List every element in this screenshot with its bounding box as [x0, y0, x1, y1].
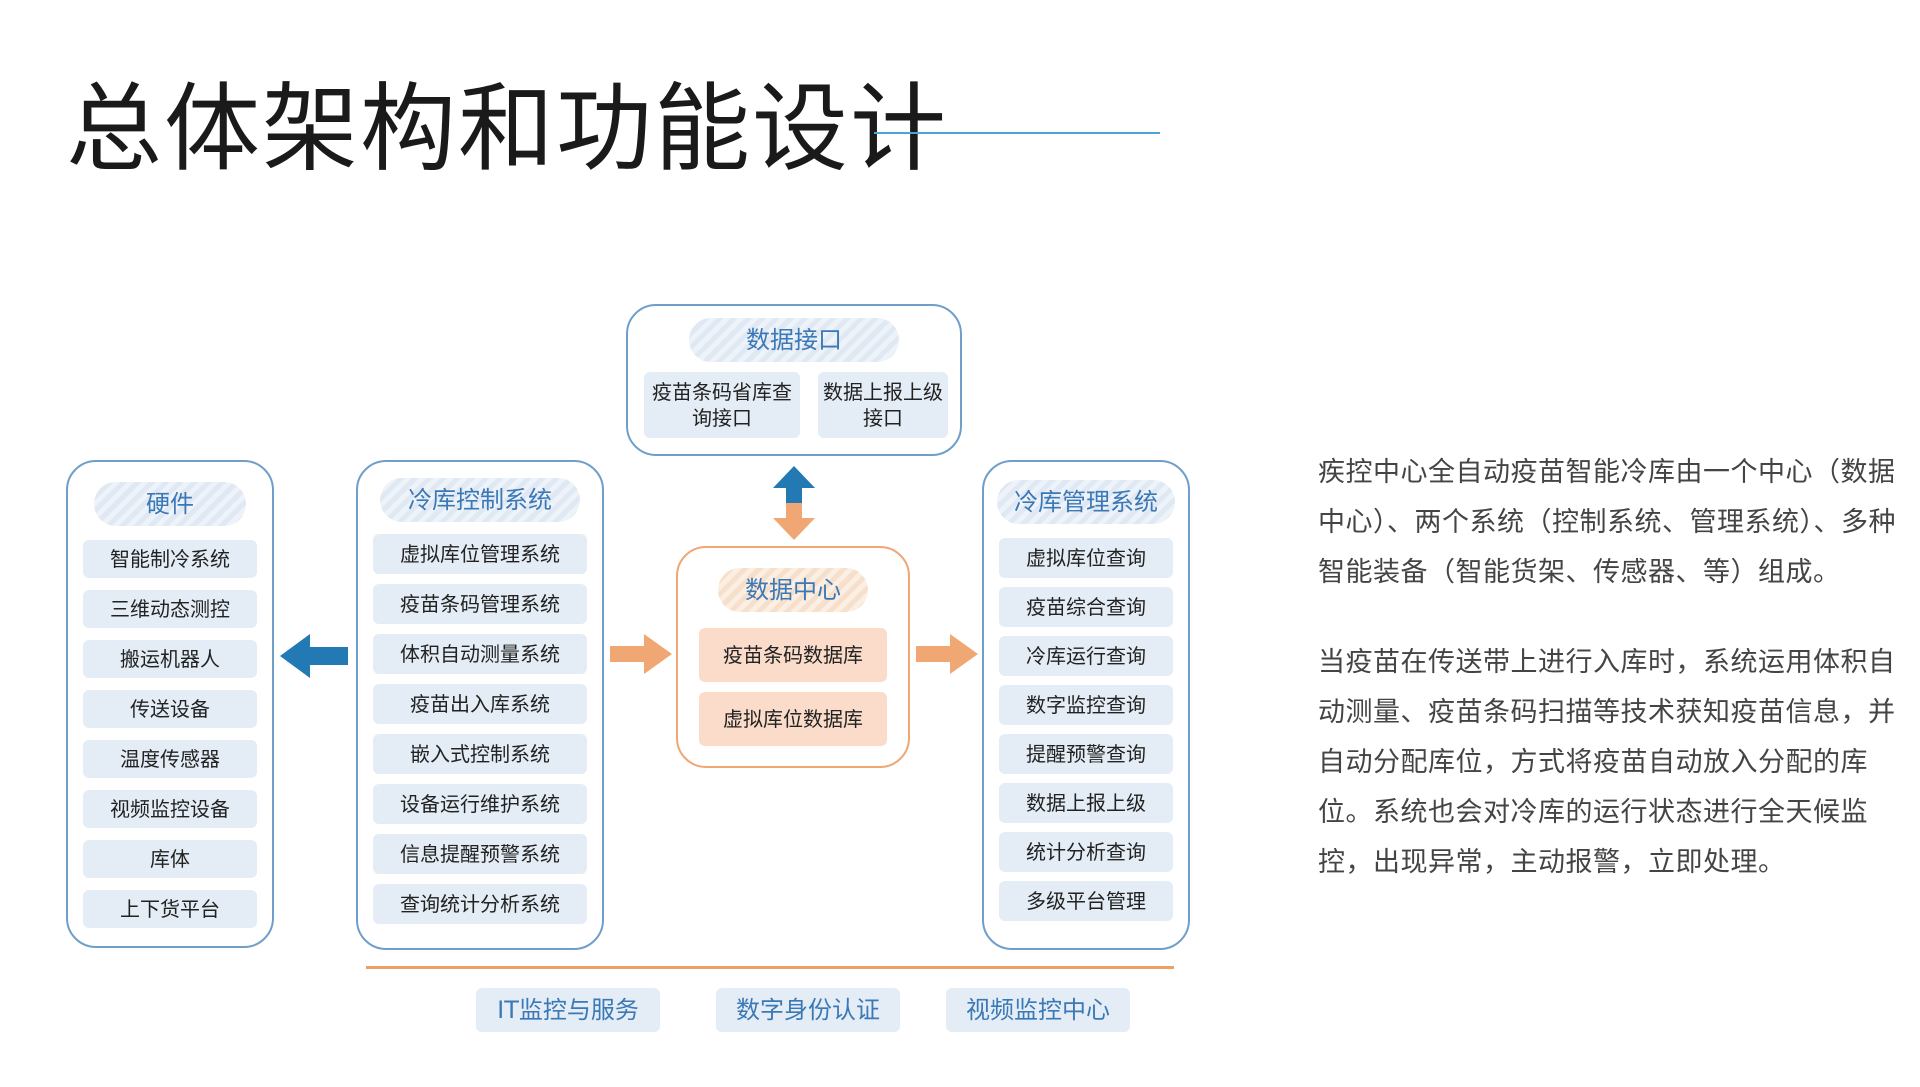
management-item: 统计分析查询	[999, 832, 1173, 872]
page-title: 总体架构和功能设计	[66, 73, 948, 185]
control-item: 查询统计分析系统	[373, 884, 587, 924]
management-system-panel: 冷库管理系统 虚拟库位查询 疫苗综合查询 冷库运行查询 数字监控查询 提醒预警查…	[982, 460, 1190, 950]
management-item: 数字监控查询	[999, 685, 1173, 725]
hardware-item: 三维动态测控	[83, 590, 257, 628]
control-item: 虚拟库位管理系统	[373, 534, 587, 574]
digital-identity-chip: 数字身份认证	[716, 988, 900, 1032]
description-paragraph-1: 疾控中心全自动疫苗智能冷库由一个中心（数据中心）、两个系统（控制系统、管理系统）…	[1318, 457, 1896, 588]
interface-item-2-label: 数据上报上级接口	[823, 380, 943, 430]
management-item: 疫苗综合查询	[999, 587, 1173, 627]
datacenter-item: 虚拟库位数据库	[699, 692, 887, 746]
hardware-item: 智能制冷系统	[83, 540, 257, 578]
it-monitoring-chip: IT监控与服务	[476, 988, 660, 1032]
hardware-item: 搬运机器人	[83, 640, 257, 678]
interface-item-2: 数据上报上级接口	[818, 372, 948, 438]
interface-item-1: 疫苗条码省库查询接口	[644, 372, 800, 438]
hardware-title: 硬件	[94, 482, 246, 526]
management-system-title: 冷库管理系统	[997, 480, 1175, 524]
hardware-item: 温度传感器	[83, 740, 257, 778]
management-item: 提醒预警查询	[999, 734, 1173, 774]
datacenter-item: 疫苗条码数据库	[699, 628, 887, 682]
control-system-title: 冷库控制系统	[380, 478, 580, 522]
hardware-item: 视频监控设备	[83, 790, 257, 828]
arrow-to-hardware-icon	[280, 634, 348, 678]
hardware-item: 库体	[83, 840, 257, 878]
description-paragraph-2: 当疫苗在传送带上进行入库时，系统运用体积自动测量、疫苗条码扫描等技术获知疫苗信息…	[1318, 647, 1896, 878]
management-item: 虚拟库位查询	[999, 538, 1173, 578]
control-item: 嵌入式控制系统	[373, 734, 587, 774]
foundation-divider	[366, 966, 1174, 969]
video-monitoring-chip: 视频监控中心	[946, 988, 1130, 1032]
control-item: 疫苗条码管理系统	[373, 584, 587, 624]
control-system-panel: 冷库控制系统 虚拟库位管理系统 疫苗条码管理系统 体积自动测量系统 疫苗出入库系…	[356, 460, 604, 950]
arrow-to-management-icon	[916, 634, 978, 674]
hardware-item: 传送设备	[83, 690, 257, 728]
management-item: 冷库运行查询	[999, 636, 1173, 676]
data-center-title: 数据中心	[718, 568, 868, 612]
data-center-panel: 数据中心 疫苗条码数据库 虚拟库位数据库	[676, 546, 910, 768]
control-item: 体积自动测量系统	[373, 634, 587, 674]
bidirectional-arrow-icon	[773, 466, 815, 540]
description: 疾控中心全自动疫苗智能冷库由一个中心（数据中心）、两个系统（控制系统、管理系统）…	[1318, 448, 1898, 888]
title-underline	[874, 132, 1160, 134]
hardware-item: 上下货平台	[83, 890, 257, 928]
arrow-to-datacenter-icon	[610, 634, 672, 674]
data-interface-title: 数据接口	[689, 318, 899, 362]
management-item: 数据上报上级	[999, 783, 1173, 823]
control-item: 疫苗出入库系统	[373, 684, 587, 724]
control-item: 设备运行维护系统	[373, 784, 587, 824]
data-interface-panel: 数据接口 疫苗条码省库查询接口 数据上报上级接口	[626, 304, 962, 456]
hardware-panel: 硬件 智能制冷系统 三维动态测控 搬运机器人 传送设备 温度传感器 视频监控设备…	[66, 460, 274, 948]
interface-item-1-label: 疫苗条码省库查询接口	[652, 380, 792, 430]
management-item: 多级平台管理	[999, 881, 1173, 921]
control-item: 信息提醒预警系统	[373, 834, 587, 874]
